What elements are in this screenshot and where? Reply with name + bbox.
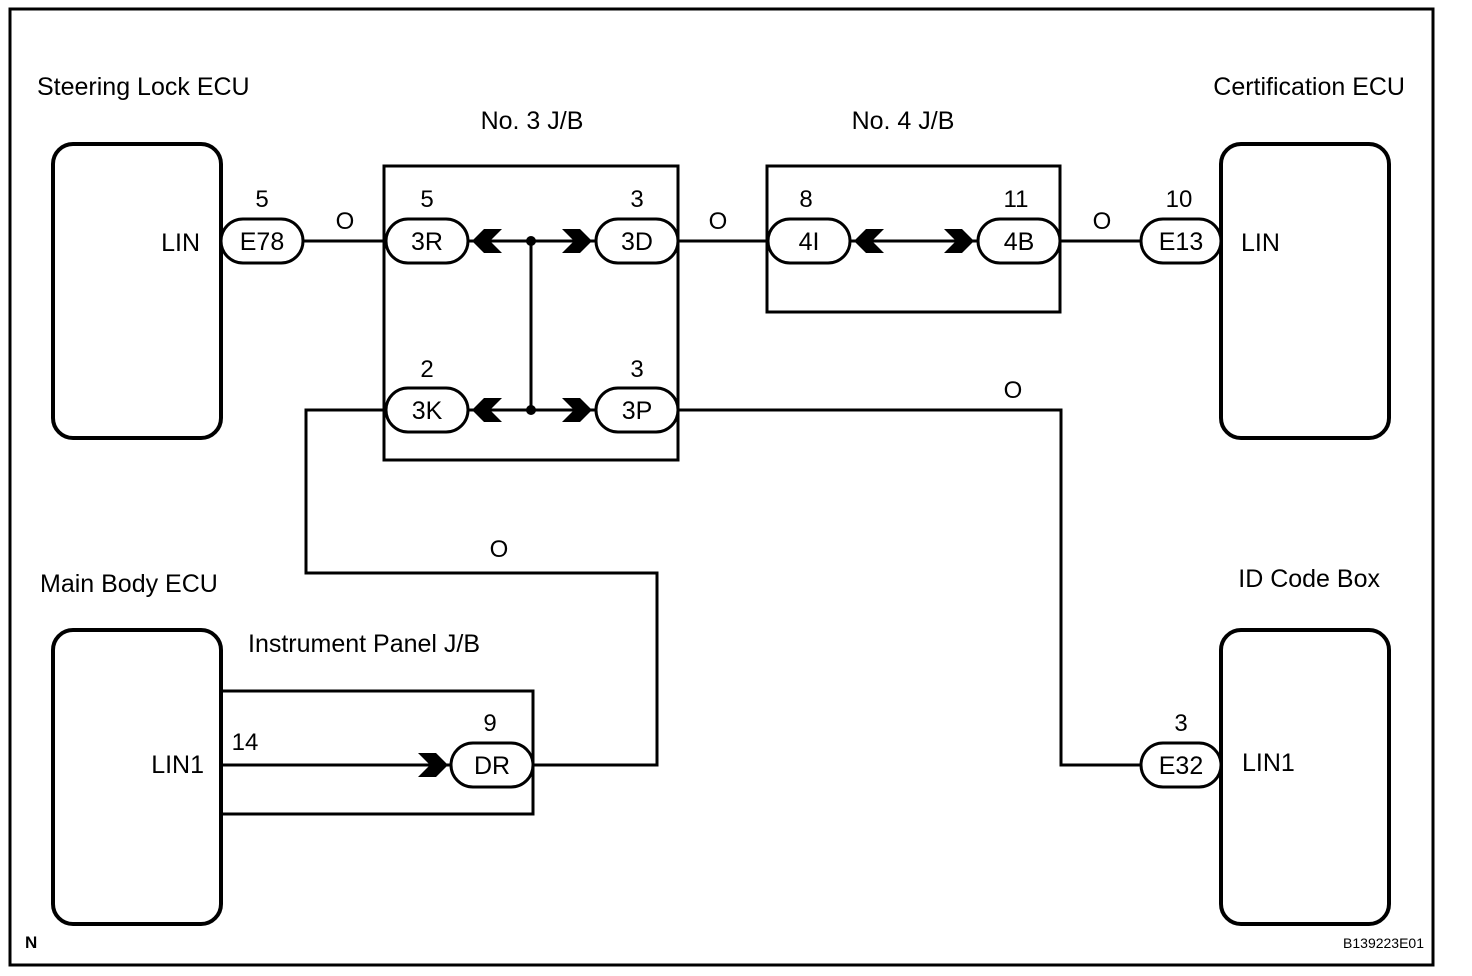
corner-mark: N (25, 933, 37, 952)
main-body-ecu-title: Main Body ECU (40, 570, 218, 598)
certification-ecu-title: Certification ECU (1213, 73, 1405, 101)
connector-dr-pill (449, 741, 535, 789)
steering-lock-ecu-title: Steering Lock ECU (37, 73, 250, 101)
no3-jb-title: No. 3 J/B (481, 107, 584, 135)
connector-3r-label: 3R (411, 228, 443, 256)
steering-lock-terminal: LIN (161, 229, 200, 257)
connector-e32-pill (1139, 741, 1223, 789)
pin-main-body: 14 (232, 729, 259, 756)
id-code-box-box (1219, 628, 1391, 926)
splice-point-top (526, 236, 536, 246)
wire-color-3: O (1093, 208, 1112, 235)
connector-3p-label: 3P (622, 397, 653, 425)
connector-4i-pill (766, 217, 852, 265)
main-body-ecu-box (51, 628, 223, 926)
connector-4b-label: 4B (1004, 228, 1035, 256)
connector-4i-label: 4I (799, 228, 820, 256)
pin-3d: 3 (630, 186, 643, 213)
pin-3k: 2 (420, 356, 433, 383)
wire-color-4: O (1004, 377, 1023, 404)
pin-3p: 3 (630, 356, 643, 383)
wire-3k-dr (304, 408, 659, 767)
wire-3p-e32 (678, 408, 1141, 767)
pin-3r: 5 (420, 186, 433, 213)
connector-e13-label: E13 (1159, 228, 1203, 256)
connector-4b-pill (976, 217, 1062, 265)
diagram-frame (8, 7, 1435, 967)
connector-3r-pill (384, 217, 470, 265)
connector-e32-label: E32 (1159, 752, 1203, 780)
connector-3p-pill (594, 386, 680, 434)
connector-3k-pill (384, 386, 470, 434)
pin-4i: 8 (799, 186, 812, 213)
main-body-terminal: LIN1 (151, 751, 204, 779)
pin-e32: 3 (1174, 710, 1187, 737)
pin-4b: 11 (1004, 186, 1029, 213)
pin-e78: 5 (255, 186, 268, 213)
instrument-panel-jb-title: Instrument Panel J/B (248, 630, 480, 658)
wire-color-2: O (709, 208, 728, 235)
wire-color-5: O (490, 536, 509, 563)
certification-terminal: LIN (1241, 229, 1280, 257)
id-code-box-terminal: LIN1 (1242, 749, 1295, 777)
pin-dr: 9 (483, 710, 496, 737)
connector-3d-pill (594, 217, 680, 265)
pin-e13: 10 (1166, 186, 1193, 213)
connector-e78-label: E78 (240, 228, 284, 256)
connector-3d-label: 3D (621, 228, 653, 256)
figure-code: B139223E01 (1343, 935, 1424, 951)
wire-color-1: O (336, 208, 355, 235)
id-code-box-title: ID Code Box (1238, 565, 1380, 593)
certification-ecu-box (1219, 142, 1391, 440)
instrument-panel-jb-box (221, 689, 535, 816)
connector-dr-label: DR (474, 752, 510, 780)
connector-3k-label: 3K (412, 397, 443, 425)
connector-e78-pill (219, 217, 305, 265)
no4-jb-title: No. 4 J/B (852, 107, 955, 135)
connector-e13-pill (1139, 217, 1223, 265)
steering-lock-ecu-box (51, 142, 223, 440)
